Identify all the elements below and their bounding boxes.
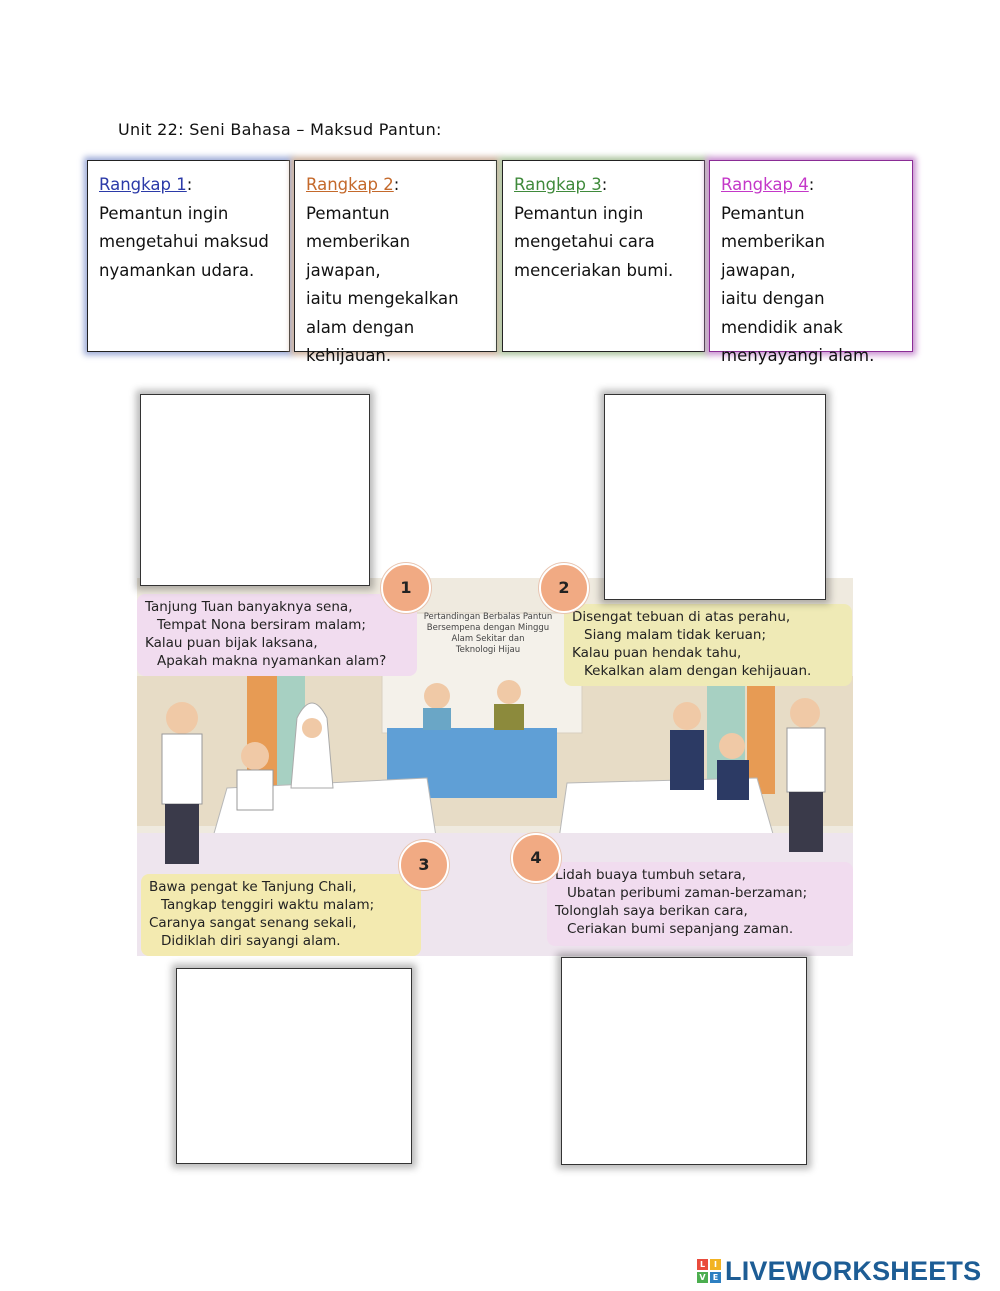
- card-line: memberikan jawapan,: [721, 232, 826, 280]
- pantun-bubble-4: Lidah buaya tumbuh setara, Ubatan peribu…: [547, 862, 853, 946]
- page-title: Unit 22: Seni Bahasa – Maksud Pantun:: [118, 120, 442, 139]
- card-line: memberikan jawapan,: [306, 232, 411, 280]
- card-line: Pemantun: [721, 203, 805, 223]
- card-heading: Rangkap 2: [306, 175, 394, 194]
- number-badge-3: 3: [399, 840, 449, 890]
- logo-text: LIVEWORKSHEETS: [725, 1255, 982, 1286]
- card-line: nyamankan udara.: [99, 260, 255, 280]
- drop-box-1[interactable]: [140, 394, 370, 586]
- logo-icon: L I V E: [697, 1259, 721, 1283]
- drop-box-2[interactable]: [604, 394, 826, 600]
- liveworksheets-logo: L I V E LIVEWORKSHEETS: [697, 1255, 981, 1287]
- number-badge-1: 1: [381, 563, 431, 613]
- card-line: alam dengan: [306, 317, 415, 337]
- card-heading: Rangkap 4: [721, 175, 809, 194]
- card-line: Pemantun: [306, 203, 390, 223]
- card-line: mengetahui maksud: [99, 232, 269, 251]
- number-badge-2: 2: [539, 563, 589, 613]
- card-line: iaitu mengekalkan: [306, 289, 459, 308]
- pantun-bubble-2: Disengat tebuan di atas perahu, Siang ma…: [564, 604, 852, 686]
- card-line: Pemantun ingin: [99, 203, 229, 223]
- pantun-bubble-3: Bawa pengat ke Tanjung Chali, Tangkap te…: [141, 874, 421, 956]
- number-badge-4: 4: [511, 833, 561, 883]
- card-line: menyayangi alam.: [721, 346, 875, 365]
- pantun-bubble-1: Tanjung Tuan banyaknya sena, Tempat Nona…: [137, 594, 417, 676]
- answer-card-rangkap-3[interactable]: Rangkap 3: Pemantun ingin mengetahui car…: [502, 160, 705, 352]
- drop-box-3[interactable]: [176, 968, 412, 1164]
- competition-banner: Pertandingan Berbalas Pantun Bersempena …: [423, 612, 553, 655]
- answer-card-rangkap-2[interactable]: Rangkap 2: Pemantun memberikan jawapan, …: [294, 160, 497, 365]
- drop-box-4[interactable]: [561, 957, 807, 1165]
- card-line: Pemantun ingin: [514, 203, 644, 223]
- card-line: mendidik anak: [721, 317, 843, 337]
- card-line: kehijauan.: [306, 346, 392, 365]
- answer-card-rangkap-4[interactable]: Rangkap 4: Pemantun memberikan jawapan, …: [709, 160, 913, 365]
- card-line: menceriakan bumi.: [514, 260, 674, 280]
- card-heading: Rangkap 3: [514, 175, 602, 194]
- card-line: iaitu dengan: [721, 289, 825, 308]
- answer-card-rangkap-1[interactable]: Rangkap 1: Pemantun ingin mengetahui mak…: [87, 160, 290, 352]
- card-heading: Rangkap 1: [99, 175, 187, 194]
- card-line: mengetahui cara: [514, 232, 655, 251]
